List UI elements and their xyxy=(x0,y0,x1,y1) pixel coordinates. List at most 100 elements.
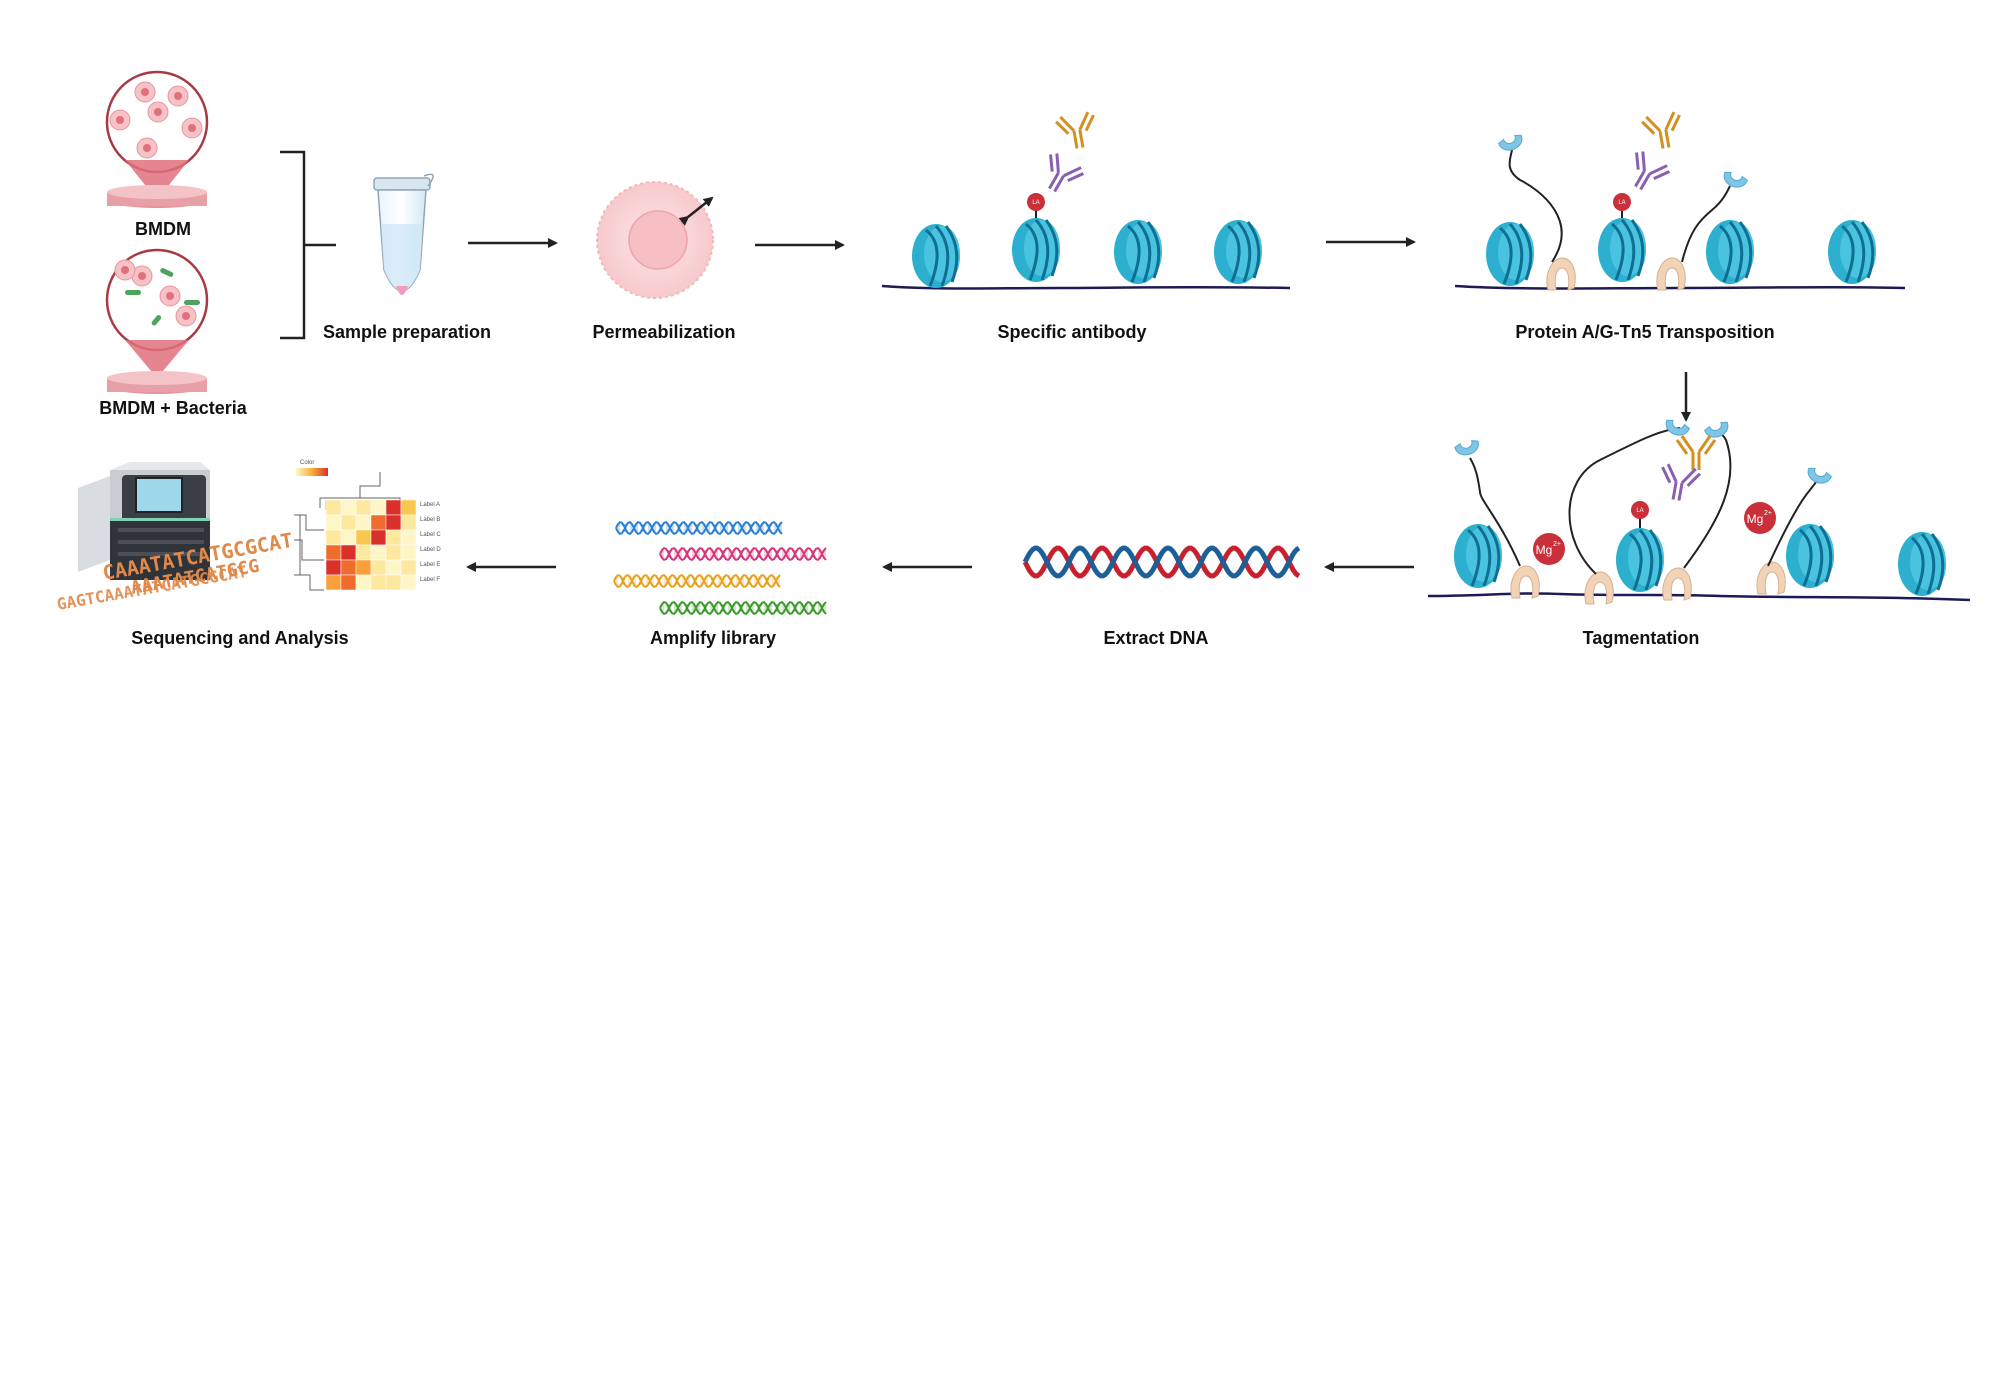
bmdm-bacteria-label: BMDM + Bacteria xyxy=(99,398,248,418)
svg-text:LA: LA xyxy=(1618,200,1625,206)
tn5-icon xyxy=(1546,257,1576,291)
heatmap-cell xyxy=(400,559,417,576)
heatmap-row-label: Label F xyxy=(420,577,440,583)
antibody-icon xyxy=(1620,147,1673,199)
antibody-icon xyxy=(1053,109,1101,153)
antibody-icon xyxy=(1639,109,1687,153)
cell-culture-dish-icon xyxy=(105,248,209,394)
heatmap-cell xyxy=(385,514,402,531)
svg-text:LA: LA xyxy=(1032,200,1039,206)
heatmap-cell xyxy=(325,514,342,531)
heatmap-cell xyxy=(370,544,387,561)
extract-dna-label: Extract DNA xyxy=(1103,628,1208,648)
dna-strand-red xyxy=(1022,545,1301,579)
heatmap-cell xyxy=(340,544,357,561)
heatmap-cell xyxy=(400,529,417,546)
tn5-icon xyxy=(1656,257,1686,291)
heatmap-cell xyxy=(370,529,387,546)
heatmap-legend-bar xyxy=(296,468,328,476)
protein-ag-tn5-label: Protein A/G-Tn5 Transposition xyxy=(1515,322,1774,342)
microcentrifuge-tube-icon xyxy=(373,173,434,295)
heatmap-row-label: Label D xyxy=(420,547,441,553)
nucleosome-icon xyxy=(1484,220,1536,288)
specific-antibody-label: Specific antibody xyxy=(997,322,1146,342)
permeabilization-label: Permeabilization xyxy=(592,322,735,342)
antibody-icon xyxy=(1034,149,1087,201)
nucleosome-icon xyxy=(1896,530,1948,598)
bmdm-culture: BMDM xyxy=(105,70,209,239)
dna-strand-blue xyxy=(1022,545,1301,579)
heatmap-cell xyxy=(355,499,372,516)
nucleosome-icon xyxy=(1212,218,1264,286)
heatmap-cell xyxy=(400,574,417,591)
svg-text:Mg: Mg xyxy=(1536,543,1553,557)
heatmap-cell xyxy=(325,499,342,516)
heatmap-cell xyxy=(325,574,342,591)
amplified-library-fragments xyxy=(613,520,827,616)
heatmap-cell xyxy=(355,529,372,546)
heatmap-cell xyxy=(340,499,357,516)
protein-ag-icon xyxy=(1453,438,1482,458)
heatmap-cell xyxy=(385,559,402,576)
la-badge xyxy=(1631,501,1649,519)
heatmap-cell xyxy=(370,559,387,576)
nucleosome-icon xyxy=(1112,218,1164,286)
bmdm-bacteria-culture: BMDM + Bacteria xyxy=(99,248,248,418)
heatmap-cell xyxy=(355,574,372,591)
heatmap-cell xyxy=(340,529,357,546)
heatmap-cell xyxy=(325,544,342,561)
svg-text:2+: 2+ xyxy=(1553,541,1561,548)
nucleosome-icon xyxy=(1784,522,1836,590)
heatmap-cell xyxy=(325,529,342,546)
antibody-icon xyxy=(1675,434,1717,472)
sequencer-icon xyxy=(78,462,210,580)
amplify-library-label: Amplify library xyxy=(650,628,776,648)
mg-ion-badge xyxy=(1744,502,1776,534)
sequencing-analysis-label: Sequencing and Analysis xyxy=(131,628,348,648)
heatmap-row-label: Label A xyxy=(420,502,440,508)
library-fragment xyxy=(615,520,783,536)
heatmap-cell xyxy=(355,514,372,531)
protein-ag-icon xyxy=(1662,417,1691,439)
library-fragment xyxy=(659,546,827,562)
heatmap-cell xyxy=(340,514,357,531)
nucleosome-icon xyxy=(1452,522,1504,590)
heatmap-cell xyxy=(370,514,387,531)
heatmap-cell xyxy=(385,499,402,516)
heatmap-row-label: Label C xyxy=(420,532,441,538)
heatmap-cell xyxy=(385,529,402,546)
protein-ag-icon xyxy=(1497,132,1526,154)
cell-icon xyxy=(596,181,714,299)
heatmap-row-label: Label E xyxy=(420,562,440,568)
protein-ag-tn5-chromatin: LA xyxy=(1454,109,1906,291)
la-badge xyxy=(1613,193,1631,211)
library-fragment xyxy=(613,573,781,589)
svg-text:2+: 2+ xyxy=(1764,510,1772,517)
svg-text:LA: LA xyxy=(1636,508,1643,514)
heatmap-icon: Color Label A Label B Label C Label D Label … xyxy=(294,460,441,591)
sample-preparation-label: Sample preparation xyxy=(323,322,491,342)
heatmap-legend-label: Color xyxy=(300,460,314,466)
heatmap-cell xyxy=(385,574,402,591)
heatmap-row-label: Label B xyxy=(420,517,440,523)
cell-culture-dish-icon xyxy=(105,70,209,208)
bmdm-label: BMDM xyxy=(135,219,191,239)
heatmap-cell xyxy=(400,514,417,531)
heatmap-cell xyxy=(340,574,357,591)
antibody-icon xyxy=(1655,461,1703,505)
protein-ag-icon xyxy=(1804,465,1833,487)
merge-bracket xyxy=(280,150,336,340)
library-fragment xyxy=(659,600,827,616)
heatmap-cell xyxy=(340,559,357,576)
mg-ion-badge xyxy=(1533,533,1565,565)
heatmap-cell xyxy=(325,559,342,576)
protein-ag-icon xyxy=(1720,169,1749,191)
nucleosome-icon xyxy=(1826,218,1878,286)
dna-helix-icon xyxy=(1022,545,1301,579)
tagmentation-chromatin: LA Mg 2+ Mg 2+ xyxy=(1427,417,1971,605)
nucleosome-icon xyxy=(1010,216,1062,284)
heatmap-cell xyxy=(370,574,387,591)
heatmap-cell xyxy=(400,499,417,516)
heatmap-cell xyxy=(355,559,372,576)
tagmentation-label: Tagmentation xyxy=(1583,628,1700,648)
